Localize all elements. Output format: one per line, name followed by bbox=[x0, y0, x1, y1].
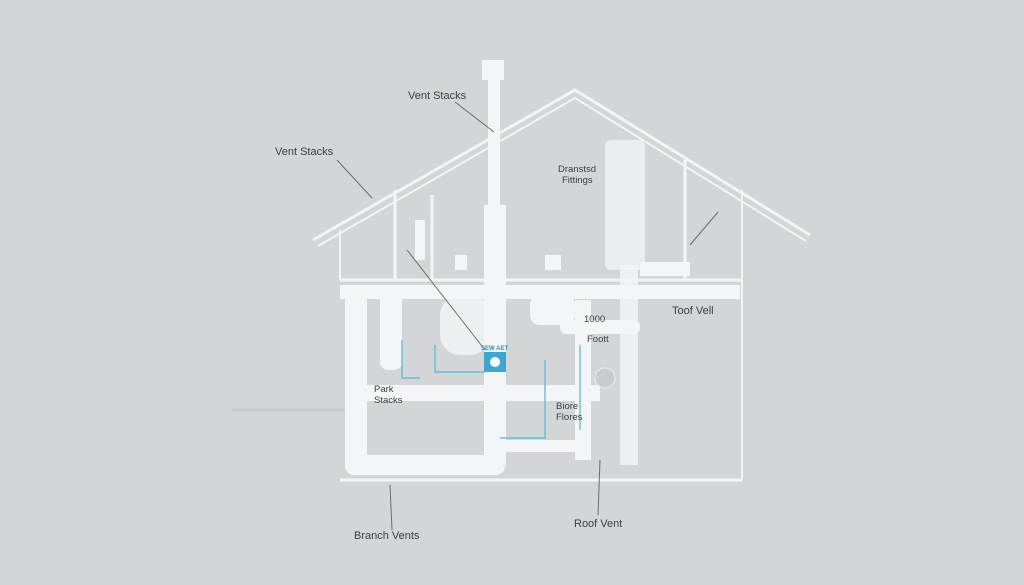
accent-lines bbox=[401, 340, 581, 439]
label-drain-fittings-1: Dranstsd bbox=[558, 164, 597, 175]
label-small-2: Foott bbox=[587, 334, 609, 345]
label-roof-vent: Roof Vent bbox=[574, 518, 623, 530]
label-park-2: Stacks bbox=[374, 395, 403, 406]
label-vent-stacks-left: Vent Stacks bbox=[275, 146, 334, 158]
label-biore-2: Flores bbox=[556, 412, 583, 423]
label-park-1: Park bbox=[374, 384, 394, 395]
badge-label: SEW AET bbox=[481, 346, 509, 352]
label-toof-vell: Toof Vell bbox=[672, 305, 714, 317]
vent-stack-cap bbox=[482, 60, 504, 80]
badge-icon bbox=[484, 352, 506, 372]
label-branch-vents: Branch Vents bbox=[354, 530, 420, 542]
label-vent-stacks-top: Vent Stacks bbox=[408, 90, 467, 102]
house-outline bbox=[232, 88, 811, 482]
label-biore-1: Biore bbox=[556, 401, 579, 412]
leader-lines bbox=[336, 101, 719, 531]
label-drain-fittings-2: Fittings bbox=[562, 175, 593, 186]
pipes bbox=[340, 60, 740, 475]
label-small-1: 1000 bbox=[584, 314, 606, 325]
